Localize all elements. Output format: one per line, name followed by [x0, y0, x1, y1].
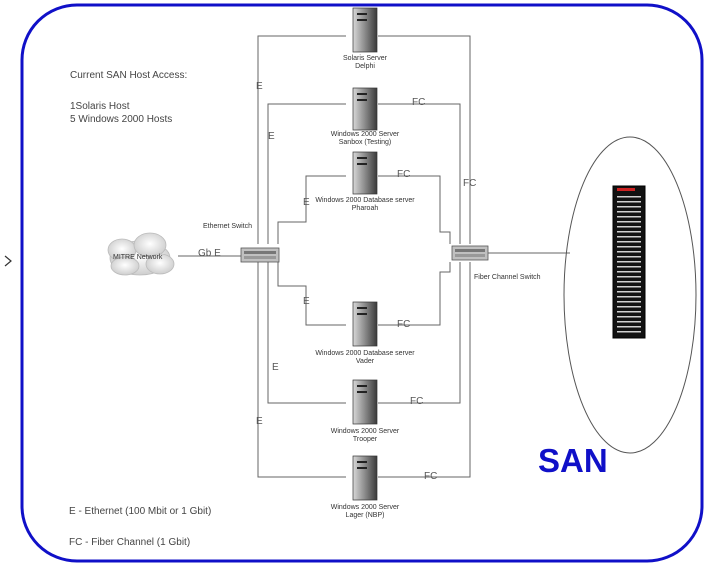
link-label-e: E [272, 362, 279, 373]
link-label-e: E [256, 416, 263, 427]
link-label-fc: FC [410, 396, 424, 407]
link-label-e: E [256, 81, 263, 92]
link-label-e: E [303, 197, 310, 208]
link-label-fc: FC [463, 178, 477, 189]
san-label: SAN [538, 442, 608, 479]
ethernet-switch-label: Ethernet Switch [203, 223, 253, 230]
server-icon [352, 455, 378, 501]
info-line-2: 5 Windows 2000 Hosts [70, 114, 173, 125]
link-label-e: E [303, 296, 310, 307]
arrow-marker-icon [4, 255, 12, 267]
link-label-fc: FC [412, 97, 426, 108]
link-label-fc: FC [424, 471, 438, 482]
info-title: Current SAN Host Access: [70, 70, 188, 81]
connection-lines [178, 35, 570, 478]
server-icon [352, 151, 378, 195]
link-label-fc: FC [397, 169, 411, 180]
storage-array-icon [612, 185, 646, 339]
legend-fiber: FC - Fiber Channel (1 Gbit) [69, 537, 191, 548]
link-label-fc: FC [397, 319, 411, 330]
server-icon [352, 301, 378, 347]
server-icon [352, 7, 378, 53]
diagram-border [20, 3, 704, 563]
server-icon [352, 379, 378, 425]
san-storage-circle [563, 136, 697, 454]
legend-ethernet: E - Ethernet (100 Mbit or 1 Gbit) [69, 506, 212, 517]
mitre-cloud-icon [107, 232, 175, 276]
mitre-network-label: MITRE Network [113, 254, 163, 261]
fiber-switch-label: Fiber Channel Switch [474, 274, 541, 281]
ethernet-switch-icon [240, 247, 280, 263]
info-line-1: 1Solaris Host [70, 101, 130, 112]
gbe-label: Gb E [198, 248, 221, 259]
link-label-e: E [268, 131, 275, 142]
server-icon [352, 87, 378, 131]
fiber-channel-switch-icon [451, 245, 489, 261]
